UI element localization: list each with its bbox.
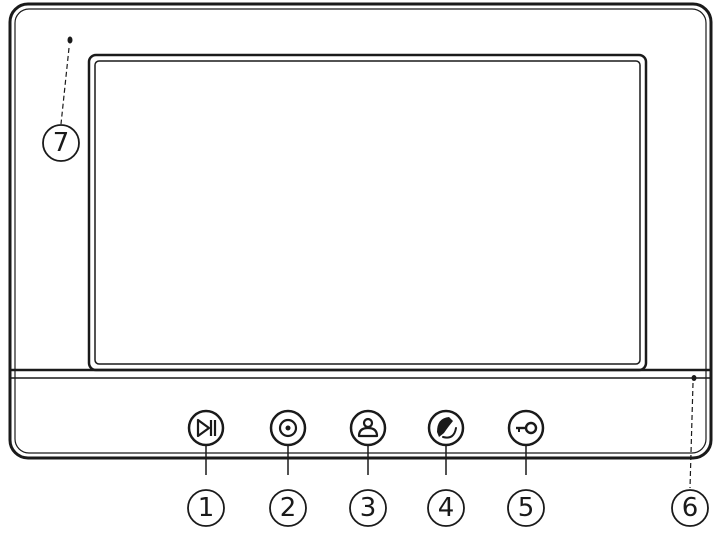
callout-2: 2 [269, 489, 307, 527]
display-screen [87, 53, 648, 372]
monitor-button[interactable] [269, 409, 307, 447]
callout-4: 4 [427, 489, 465, 527]
screen-panel [94, 60, 641, 365]
key-icon [516, 421, 538, 435]
callout-label: 5 [518, 493, 535, 523]
callout-label: 2 [280, 493, 297, 523]
device-inner-frame [14, 8, 707, 454]
play-pause-button[interactable] [187, 409, 225, 447]
person-icon [357, 417, 379, 438]
callout-label: 6 [682, 493, 699, 523]
unlock-button[interactable] [507, 409, 545, 447]
callout-label: 1 [198, 493, 215, 523]
talk-button[interactable] [427, 409, 465, 447]
sensor-dot [691, 375, 697, 381]
callout-label: 3 [360, 493, 377, 523]
callout-7: 7 [42, 124, 80, 162]
button-row [187, 409, 545, 475]
device-body [8, 2, 713, 460]
callout-label: 4 [438, 493, 455, 523]
leader-line-7 [60, 47, 70, 125]
screen-bezel [87, 53, 648, 372]
callout-6: 6 [671, 489, 709, 527]
callout-3: 3 [349, 489, 387, 527]
microphone-dot [67, 36, 73, 44]
callout-5: 5 [507, 489, 545, 527]
callout-1: 1 [187, 489, 225, 527]
phone-icon [437, 417, 457, 439]
intercom-button[interactable] [349, 409, 387, 447]
target-circle-icon [278, 418, 298, 438]
play-pause-icon [196, 418, 217, 438]
device-outer-frame [8, 2, 713, 460]
callouts: 1 2 3 4 5 6 7 [42, 124, 709, 527]
callout-label: 7 [53, 128, 70, 158]
leader-line-6 [689, 382, 694, 489]
